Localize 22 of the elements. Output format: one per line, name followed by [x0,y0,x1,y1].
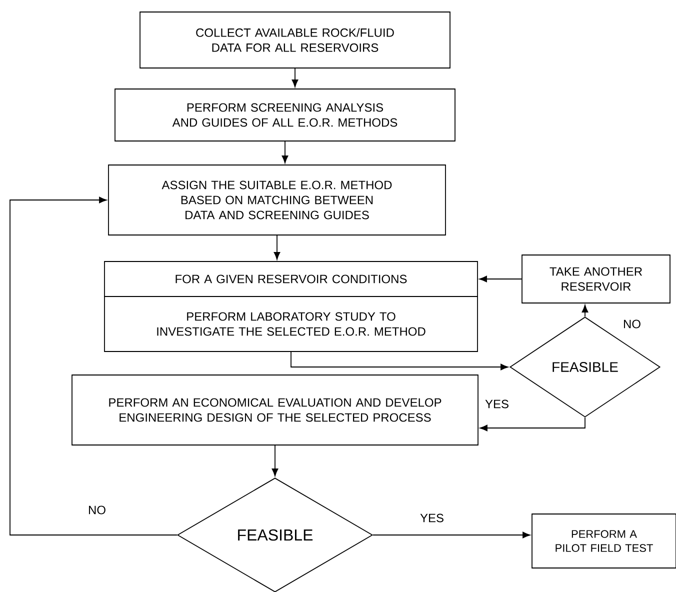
arrow [479,276,522,282]
arrow [582,304,588,317]
process-box: COLLECT AVAILABLE ROCK/FLUID DATA FOR ALL RESERVOIRS [140,12,450,68]
arrow [282,141,288,164]
edge-label: YES [419,512,445,524]
edge-label: NO [87,504,107,516]
process-box: FOR A GIVEN RESERVOIR CONDITIONS [104,261,478,297]
process-box: PERFORM AN ECONOMICAL EVALUATION AND DEVELOP ENGINEERING DESIGN OF THE SELECTED PROCESS [72,374,478,446]
process-box: ASSIGN THE SUITABLE E.O.R. METHOD BASED ON MATCHING BETWEEN DATA AND SCREENING GUIDES [108,164,446,236]
process-box: PERFORM A PILOT FIELD TEST [532,514,676,568]
arrow [480,417,586,432]
arrow [10,196,178,536]
arrow [292,68,298,88]
edge-label: YES [484,398,510,410]
arrow [274,235,280,260]
arrow [272,445,278,476]
arrow [290,352,508,370]
edge-label: NO [622,318,642,330]
arrow [372,532,530,538]
process-box: PERFORM SCREENING ANALYSIS AND GUIDES OF ALL E.O.R. METHODS [114,88,456,142]
process-box: TAKE ANOTHER RESERVOIR [522,254,670,304]
process-box: PERFORM LABORATORY STUDY TO INVESTIGATE THE SELECTED E.O.R. METHOD [104,296,478,352]
